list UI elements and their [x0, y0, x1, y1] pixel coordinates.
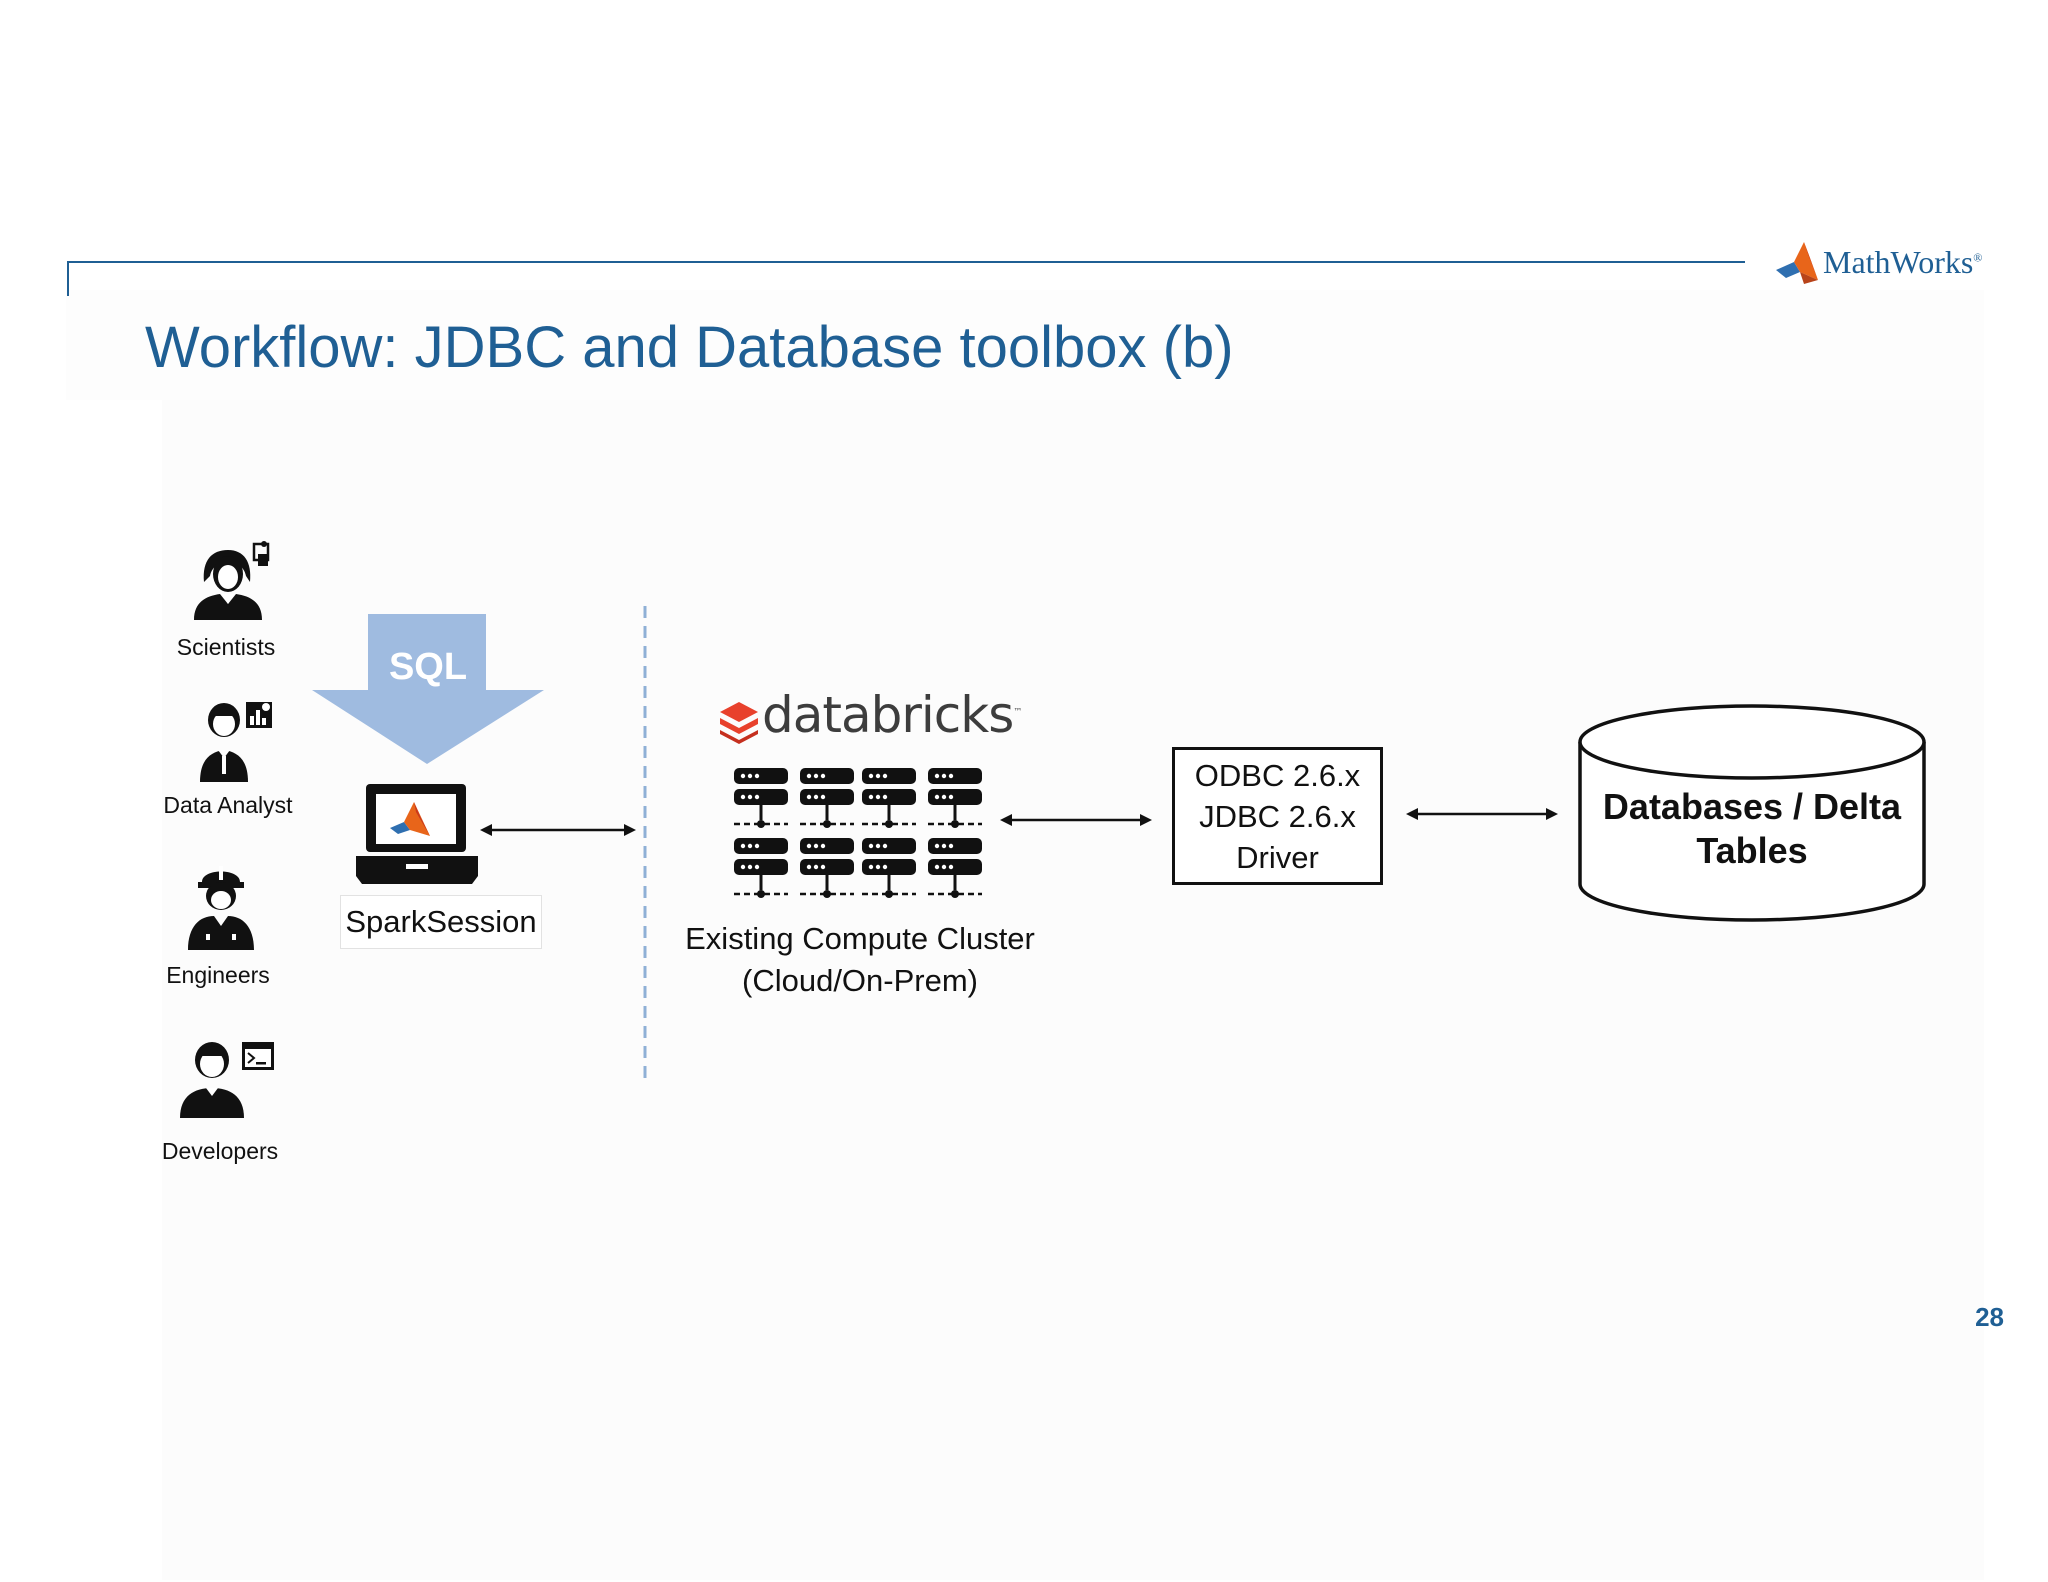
slide-title: Workflow: JDBC and Database toolbox (b)	[145, 315, 1234, 380]
driver-box: ODBC 2.6.x JDBC 2.6.x Driver	[1172, 747, 1383, 885]
cluster-label-line1: Existing Compute Cluster	[685, 921, 1035, 956]
databricks-brand: databricks™	[762, 686, 1022, 744]
engineer-icon	[188, 866, 254, 950]
database-label-line1: Databases / Delta	[1602, 786, 1902, 827]
databricks-logo-icon	[720, 702, 758, 744]
database-label: Databases / Delta Tables	[1582, 785, 1922, 873]
database-cylinder-icon	[1578, 704, 1926, 922]
server-cluster-icon	[732, 766, 984, 900]
role-label-developers: Developers	[161, 1138, 279, 1164]
matlab-laptop-icon	[356, 784, 478, 884]
client-cluster-arrow	[480, 824, 636, 836]
dashed-divider	[643, 606, 647, 1084]
header-rule	[67, 261, 1745, 296]
spark-session-label: SparkSession	[345, 904, 537, 939]
developer-icon	[180, 1042, 274, 1118]
title-background	[66, 290, 1984, 400]
spark-session-box: SparkSession	[340, 895, 542, 949]
role-label-data-analyst: Data Analyst	[163, 792, 293, 818]
mathworks-logo-icon	[1776, 242, 1818, 284]
role-label-scientists: Scientists	[176, 634, 276, 660]
sql-down-arrow-icon	[312, 614, 544, 764]
sql-arrow-label: SQL	[388, 646, 468, 688]
cluster-driver-arrow	[1000, 814, 1152, 826]
page-number: 28	[1975, 1302, 2004, 1332]
driver-database-arrow	[1406, 808, 1558, 820]
scientist-icon	[194, 541, 270, 620]
database-label-line2: Tables	[1696, 830, 1808, 871]
cluster-label: Existing Compute Cluster (Cloud/On-Prem)	[640, 918, 1080, 1002]
driver-line-odbc: ODBC 2.6.x	[1194, 757, 1361, 793]
mathworks-logo-text: MathWorks®	[1823, 244, 1983, 280]
data-analyst-icon	[200, 702, 272, 782]
cluster-label-line2: (Cloud/On-Prem)	[742, 963, 978, 998]
role-label-engineers: Engineers	[166, 962, 270, 988]
driver-line-driver: Driver	[1236, 839, 1319, 875]
driver-line-jdbc: JDBC 2.6.x	[1199, 798, 1356, 834]
